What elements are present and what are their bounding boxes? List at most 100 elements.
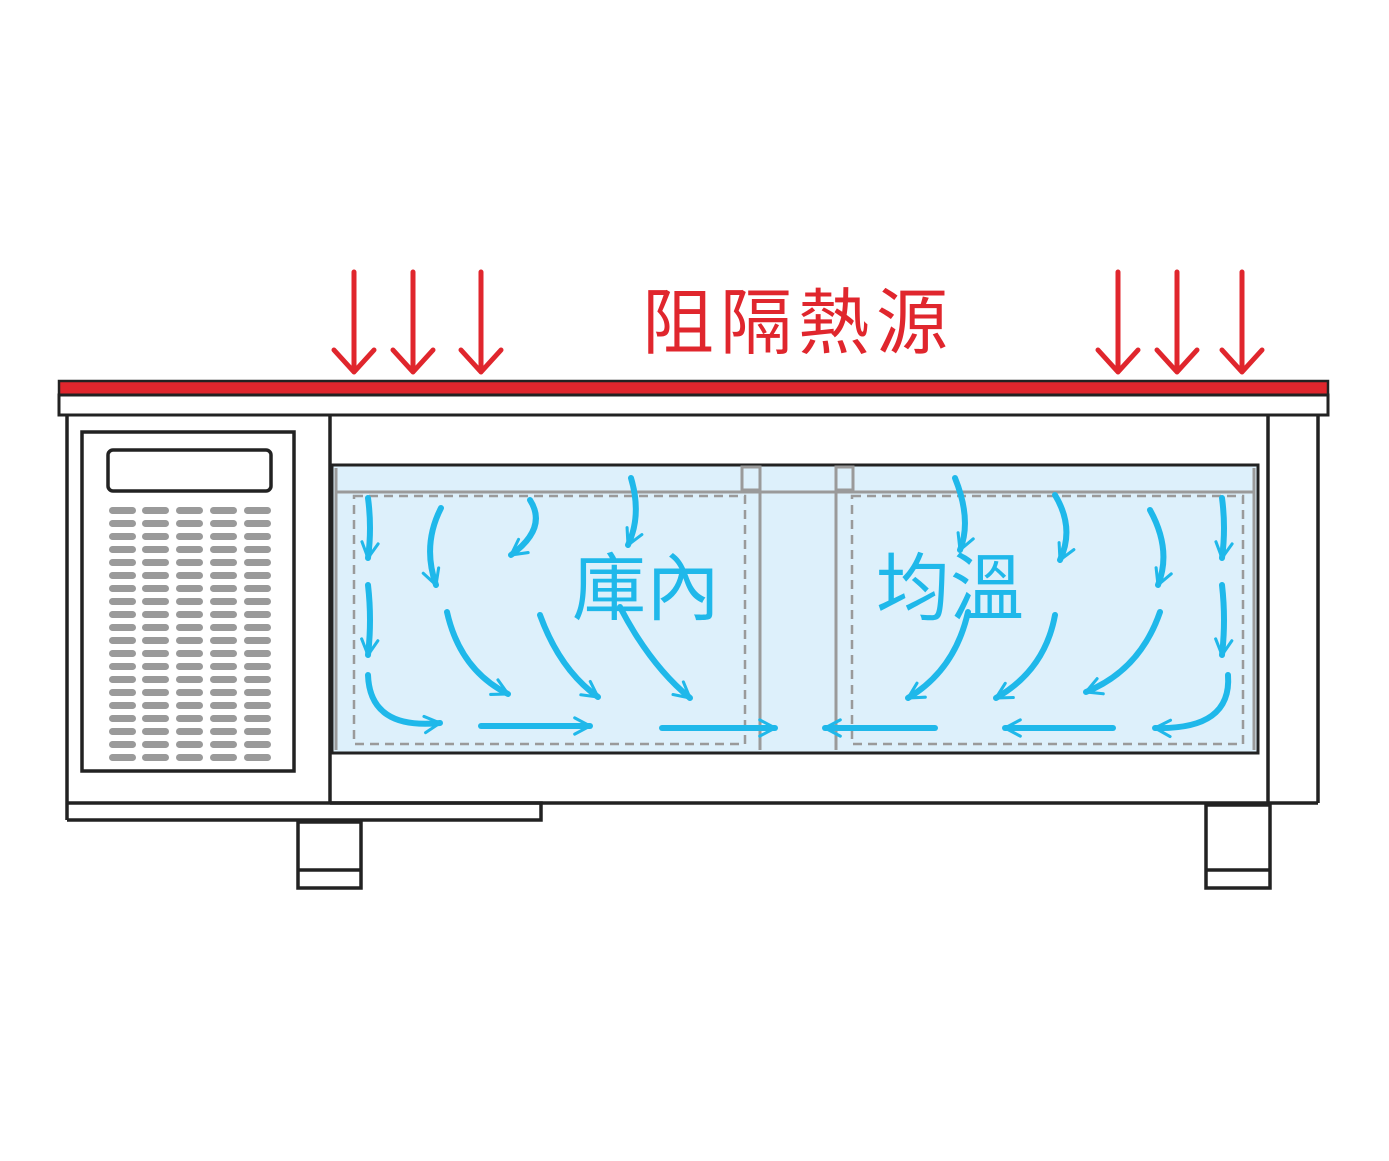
vent-slot xyxy=(176,702,203,709)
vent-slot xyxy=(210,520,237,527)
vent-slot xyxy=(244,689,271,696)
vent-slot xyxy=(244,650,271,657)
vent-slot xyxy=(210,546,237,553)
vent-slot xyxy=(176,598,203,605)
vent-slot xyxy=(142,663,169,670)
vent-slot xyxy=(244,728,271,735)
heat-arrow-icon xyxy=(1154,269,1200,375)
vent-slot xyxy=(210,702,237,709)
food-pans xyxy=(352,494,1245,746)
vent-slot xyxy=(244,572,271,579)
shelf-rails xyxy=(334,465,1256,750)
vent-slot xyxy=(142,572,169,579)
vent-slot xyxy=(176,611,203,618)
countertop xyxy=(57,393,1330,417)
vent-slot xyxy=(244,520,271,527)
vent-slot xyxy=(176,585,203,592)
vent-slot xyxy=(244,559,271,566)
airflow-arrow-icon xyxy=(508,497,539,558)
vent-slot xyxy=(244,663,271,670)
vent-slot xyxy=(176,507,203,514)
vent-slot xyxy=(142,585,169,592)
vent-slot xyxy=(109,507,136,514)
vent-slot xyxy=(109,754,136,761)
leg-left xyxy=(296,820,363,890)
vent-slot xyxy=(210,689,237,696)
airflow-arrow-icon xyxy=(625,475,644,548)
vent-slot xyxy=(244,585,271,592)
vent-slot xyxy=(176,676,203,683)
vent-slot xyxy=(244,624,271,631)
vent-slot xyxy=(244,676,271,683)
vent-slot xyxy=(176,572,203,579)
heat-arrow-icon xyxy=(390,269,436,375)
vent-slot xyxy=(142,728,169,735)
interior-compartment xyxy=(330,463,1260,755)
vent-slot xyxy=(176,728,203,735)
vent-slot xyxy=(109,637,136,644)
airflow-arrow-icon xyxy=(365,672,443,735)
heat-arrow-icon xyxy=(331,269,377,375)
vent-slot xyxy=(142,650,169,657)
vent-slot xyxy=(109,702,136,709)
airflow-arrow-icon xyxy=(1052,492,1076,563)
vent-grille-icon xyxy=(109,507,271,761)
heat-arrow-icon xyxy=(458,269,504,375)
airflow-arrow-icon xyxy=(444,609,511,697)
vent-slot xyxy=(142,689,169,696)
vent-slot xyxy=(109,520,136,527)
vent-slot xyxy=(244,507,271,514)
vent-slot xyxy=(244,741,271,748)
vent-slot xyxy=(176,533,203,540)
vent-slot xyxy=(142,611,169,618)
vent-slot xyxy=(176,650,203,657)
vent-slot xyxy=(142,741,169,748)
vent-slot xyxy=(176,546,203,553)
airflow-arrow-icon xyxy=(952,475,975,553)
vent-slot xyxy=(210,754,237,761)
display-window xyxy=(106,448,273,493)
vent-slot xyxy=(109,585,136,592)
vent-slot xyxy=(109,624,136,631)
vent-slot xyxy=(176,754,203,761)
vent-slot xyxy=(142,598,169,605)
vent-slot xyxy=(142,546,169,553)
vent-slot xyxy=(109,663,136,670)
vent-slot xyxy=(142,507,169,514)
vent-slot xyxy=(109,728,136,735)
vent-slot xyxy=(244,598,271,605)
vent-slot xyxy=(210,637,237,644)
interior-label-right: 均溫 xyxy=(876,546,1024,632)
vent-slot xyxy=(210,676,237,683)
airflow-arrow-icon xyxy=(421,505,444,588)
vent-slot xyxy=(210,624,237,631)
airflow-arrow-icon xyxy=(360,495,380,561)
heat-source-label: 阻隔熱源 xyxy=(642,281,954,365)
vent-slot xyxy=(142,624,169,631)
vent-slot xyxy=(176,741,203,748)
airflow-arrow-icon xyxy=(360,582,380,658)
vent-slot xyxy=(176,520,203,527)
vent-slot xyxy=(244,715,271,722)
vent-slot xyxy=(142,676,169,683)
vent-slot xyxy=(176,715,203,722)
vent-slot xyxy=(109,572,136,579)
vent-slot xyxy=(210,728,237,735)
airflow-arrow-icon xyxy=(1214,582,1234,658)
vent-slot xyxy=(176,559,203,566)
vent-slot xyxy=(109,611,136,618)
vent-slot xyxy=(210,598,237,605)
vent-slot xyxy=(210,741,237,748)
heat-arrow-icon xyxy=(1095,269,1141,375)
vent-slot xyxy=(109,676,136,683)
vent-slot xyxy=(210,650,237,657)
vent-slot xyxy=(244,702,271,709)
vent-slot xyxy=(176,663,203,670)
vent-slot xyxy=(244,533,271,540)
vent-slot xyxy=(244,546,271,553)
airflow-arrow-icon xyxy=(1147,507,1173,588)
vent-slot xyxy=(244,611,271,618)
vent-slot xyxy=(210,585,237,592)
vent-slot xyxy=(244,754,271,761)
